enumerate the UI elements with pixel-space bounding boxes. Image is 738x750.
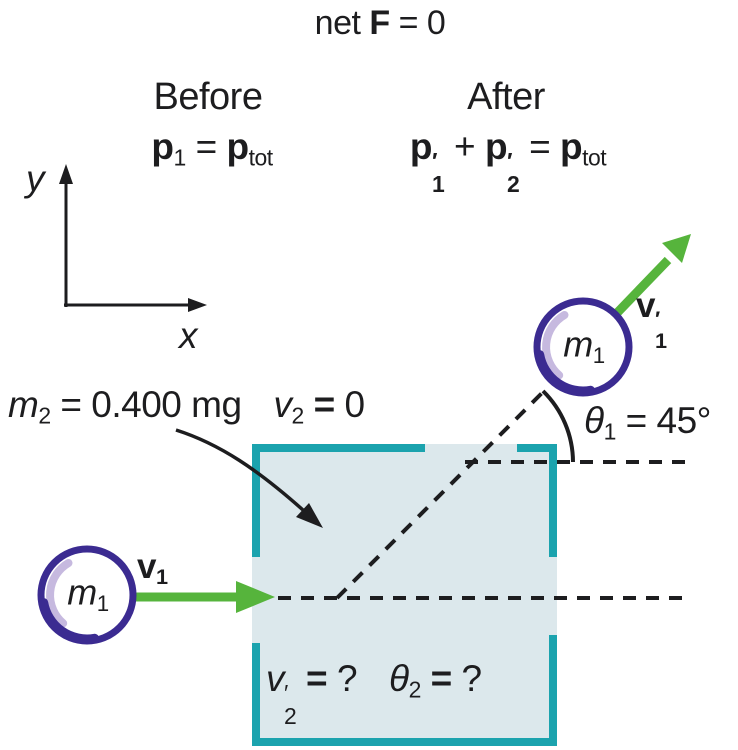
net-force-value: 0 xyxy=(426,4,446,42)
theta2-equals: = xyxy=(430,658,453,699)
after-equals: = xyxy=(529,126,551,167)
theta1-value: 45° xyxy=(656,400,712,441)
before-momentum-formula: p1 = ptot xyxy=(151,126,273,171)
box-border-left-top xyxy=(252,444,260,557)
p1-prime-term: p′1 xyxy=(409,126,445,197)
box-border-top-right xyxy=(517,444,557,452)
ball-after-mass-label: m1 xyxy=(563,323,605,368)
target-box-fill xyxy=(252,444,557,746)
p2-prime-term: p′2 xyxy=(484,126,520,197)
box-border-right-top xyxy=(549,444,557,557)
m2-value: 0.400 mg xyxy=(91,384,242,425)
net-force-equals: = xyxy=(398,4,419,42)
unknowns-label: v′2 = ? θ2 = ? xyxy=(266,660,482,728)
p1-term: p1 xyxy=(151,126,186,171)
ptot-term-after: ptot xyxy=(559,126,607,171)
theta2-question: ? xyxy=(461,658,483,699)
scatter-direction-dashed-line xyxy=(335,386,549,600)
v2-prime-question: ? xyxy=(336,658,358,699)
net-force-title: net F = 0 xyxy=(315,6,446,40)
box-border-right-bottom xyxy=(549,635,557,746)
label-pointer-curve xyxy=(175,428,305,512)
after-heading: After xyxy=(467,76,545,118)
v1-prime-arrowhead-icon xyxy=(662,234,691,263)
v1-prime-vector-label: v′1 xyxy=(636,286,667,353)
box-border-left-bottom xyxy=(252,643,260,746)
target-box-border xyxy=(252,444,557,746)
theta2-term: θ2 xyxy=(388,658,421,703)
label-pointer-arrow xyxy=(175,428,323,528)
dashed-lines xyxy=(278,386,685,600)
theta1-equals: = xyxy=(625,400,648,441)
v1-prime-velocity-arrow xyxy=(613,234,691,317)
v2-prime-equals: = xyxy=(306,658,328,699)
m2-term: m2 xyxy=(8,384,51,429)
box-border-bottom xyxy=(252,738,557,746)
after-plus: + xyxy=(454,126,476,167)
v2-prime-term: v′2 xyxy=(266,658,297,729)
x-axis-arrow-icon xyxy=(188,298,207,312)
net-force-pre: net xyxy=(314,4,361,42)
y-axis-arrow-icon xyxy=(59,164,73,184)
theta1-angle-label: θ1 = 45° xyxy=(584,402,711,443)
net-force-vector: F xyxy=(369,4,390,42)
box-border-top-left xyxy=(252,444,425,452)
after-momentum-formula: p′1 + p′2 = ptot xyxy=(409,126,607,197)
ptot-term: ptot xyxy=(226,126,273,171)
m2-equals: = xyxy=(60,384,82,425)
v1-vector-label: v1 xyxy=(137,547,168,590)
label-pointer-arrowhead-icon xyxy=(296,503,323,528)
coordinate-axes xyxy=(59,164,207,312)
mass2-conditions-label: m2 = 0.400 mg v2 = 0 xyxy=(8,386,365,427)
v1-velocity-arrow xyxy=(136,581,275,613)
y-axis-label: y xyxy=(26,158,45,199)
angle-arc xyxy=(541,389,575,463)
before-heading: Before xyxy=(153,76,263,118)
v2-term: v2 xyxy=(273,384,305,429)
v1-prime-arrow-shaft xyxy=(613,256,672,317)
v2-value: 0 xyxy=(344,384,365,425)
v2-equals: = xyxy=(313,384,336,425)
ball-before-mass-label: m1 xyxy=(67,571,109,616)
theta1-term: θ1 xyxy=(584,400,616,445)
v1-arrowhead-icon xyxy=(236,581,275,613)
x-axis-label: x xyxy=(179,315,198,356)
before-equals: = xyxy=(195,126,218,167)
